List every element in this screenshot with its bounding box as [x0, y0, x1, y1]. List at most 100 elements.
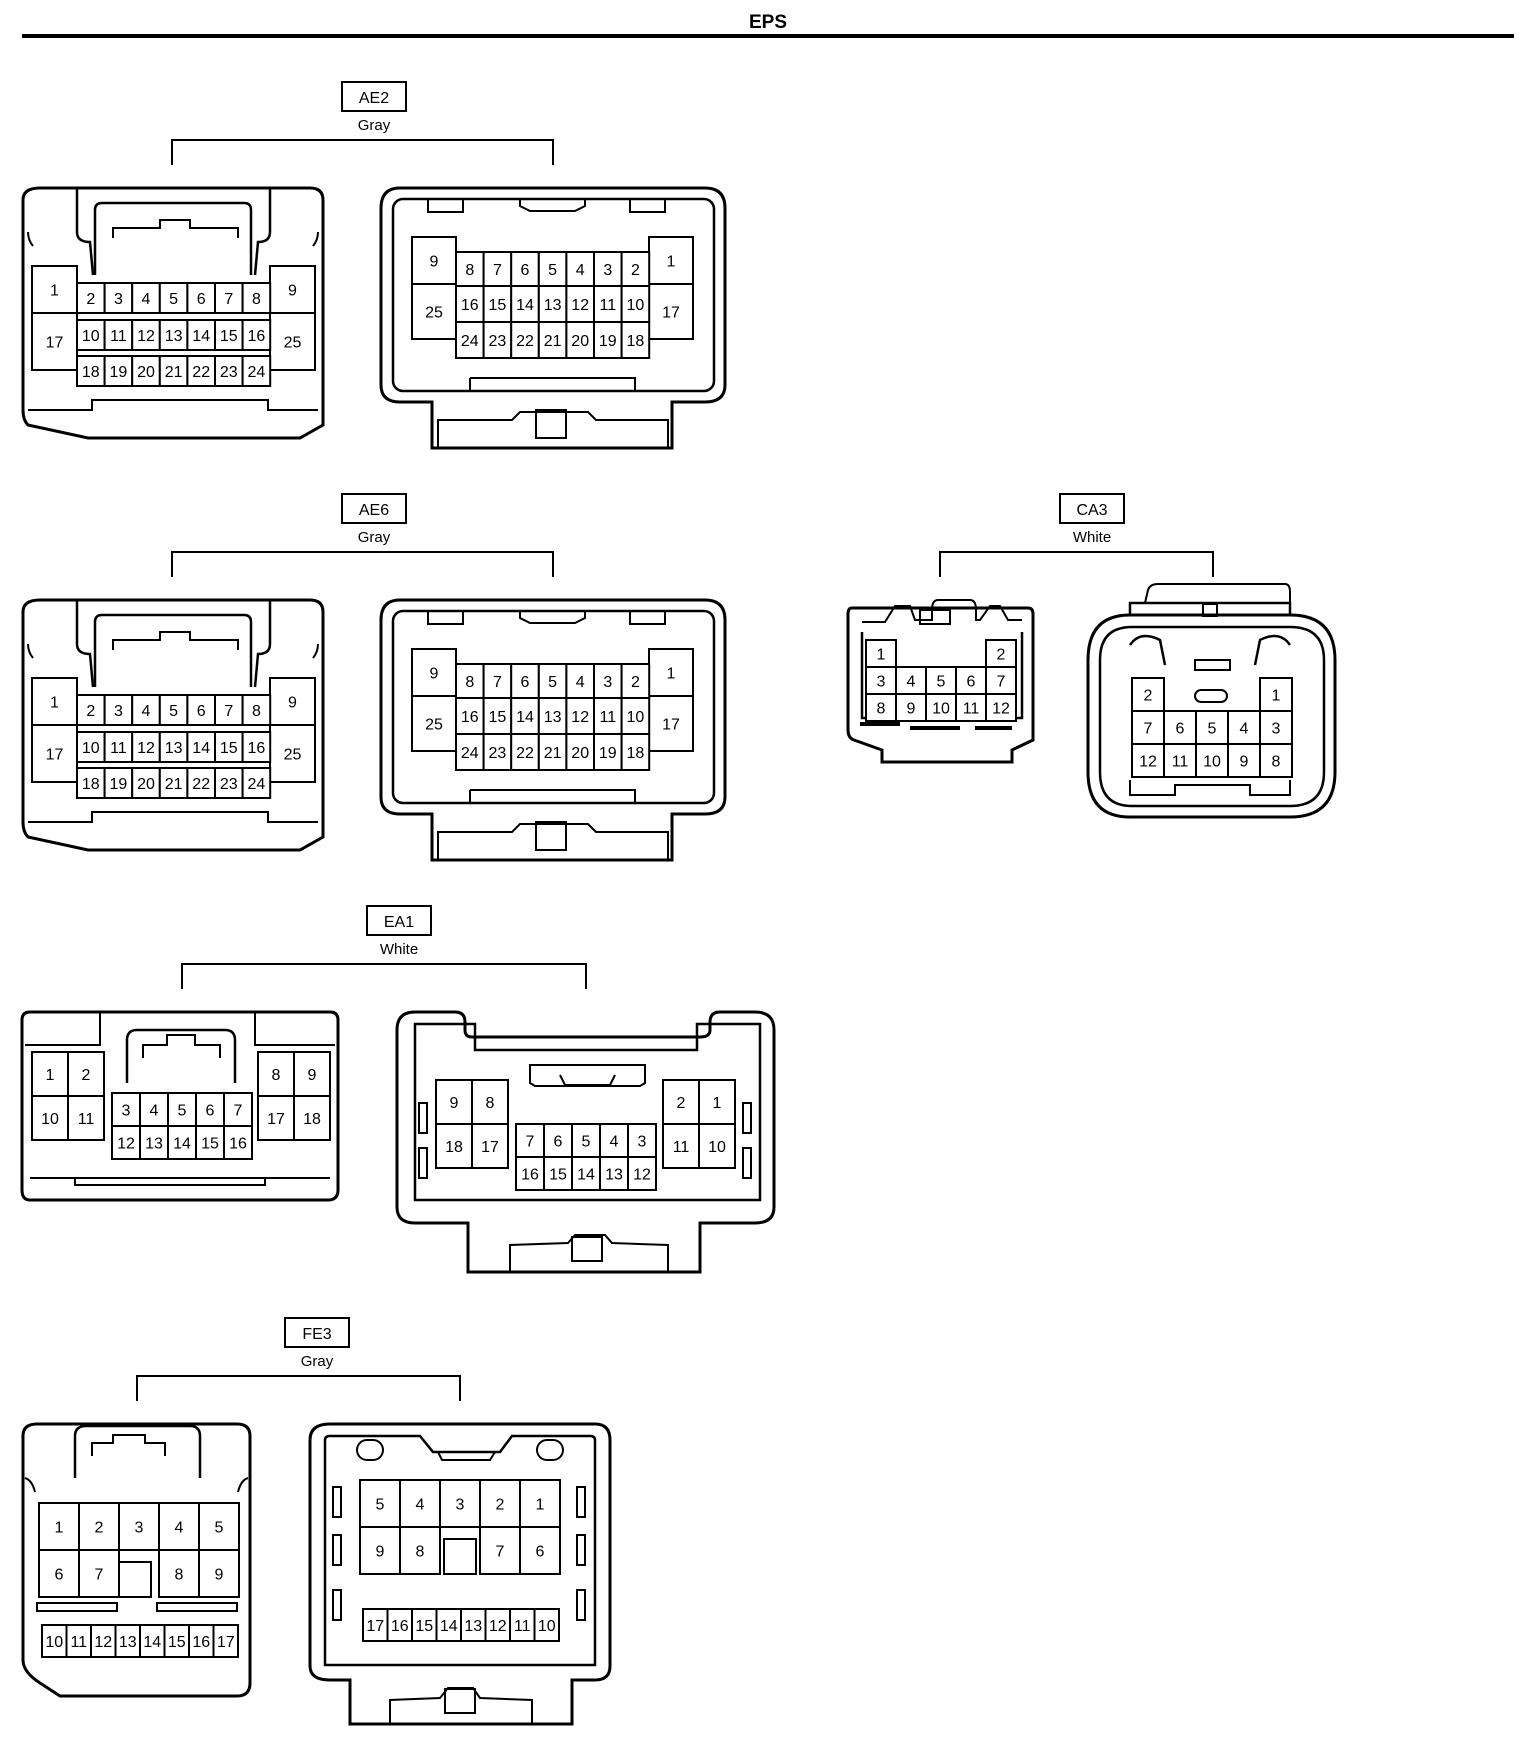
pin-number: 10 — [45, 1634, 63, 1651]
pin-number: 22 — [192, 776, 210, 793]
pin-cell — [67, 1095, 105, 1141]
pin-number: 18 — [627, 745, 645, 762]
pin-cell — [510, 321, 540, 359]
pin-number: 3 — [603, 262, 612, 279]
pin-cell — [460, 1608, 487, 1642]
connector-code-box — [1059, 493, 1125, 524]
connector-ae6-label-group: AE6 Gray — [171, 493, 554, 577]
pin-cell — [519, 1479, 561, 1528]
connector-ea1-housing-right — [395, 1010, 776, 1274]
pin-cell — [1131, 743, 1165, 778]
pin-cell — [698, 1079, 736, 1125]
pin-cell — [482, 697, 513, 735]
pin-number: 24 — [248, 776, 266, 793]
pin-number: 17 — [481, 1139, 499, 1156]
pin-number: 9 — [907, 701, 916, 718]
pin-number: 20 — [571, 745, 589, 762]
pin-number: 8 — [877, 701, 886, 718]
pin-number: 1 — [50, 283, 59, 300]
pin-cell — [627, 1156, 657, 1191]
bracket — [171, 551, 554, 577]
pin-cell — [198, 1549, 240, 1598]
pin-cell — [241, 767, 272, 799]
pin-number: 7 — [997, 674, 1006, 691]
connector-ca3-housing-right — [1086, 583, 1337, 819]
pin-number: 11 — [599, 297, 616, 314]
pin-number: 7 — [95, 1567, 104, 1584]
pin-number: 5 — [582, 1134, 591, 1151]
connector-code-ae2: AE2 — [359, 90, 389, 107]
pin-number: 16 — [229, 1136, 247, 1153]
pin-number: 12 — [571, 709, 589, 726]
pin-cell — [985, 693, 1017, 722]
connector-color-ae6: Gray — [358, 529, 391, 546]
pin-cell — [565, 321, 596, 359]
pin-number: 18 — [627, 333, 645, 350]
connector-fe3-housing-left — [21, 1422, 252, 1698]
pin-number: 2 — [86, 291, 95, 308]
pin-number: 9 — [1240, 754, 1249, 771]
pin-number: 7 — [1144, 721, 1153, 738]
pin-cell — [31, 724, 78, 783]
pin-number: 24 — [248, 364, 266, 381]
pin-number: 10 — [708, 1139, 726, 1156]
pin-number: 16 — [192, 1634, 210, 1651]
pin-number: 6 — [521, 262, 530, 279]
pin-number: 11 — [514, 1618, 531, 1635]
pin-cell — [648, 236, 694, 285]
pin-cell — [78, 1549, 120, 1598]
connector-ae6-housing-right — [379, 598, 727, 862]
pin-number: 13 — [145, 1136, 163, 1153]
pin-cell — [985, 639, 1017, 668]
pin-number: 12 — [94, 1634, 112, 1651]
pin-number: 21 — [165, 364, 183, 381]
pin-number: 11 — [110, 740, 127, 757]
pin-number: 2 — [496, 1497, 505, 1514]
pin-number: 12 — [992, 701, 1010, 718]
bracket — [181, 963, 587, 989]
pin-cell — [131, 282, 161, 314]
pin-number: 19 — [599, 333, 617, 350]
connector-code-box — [341, 81, 407, 112]
pin-cell — [103, 731, 134, 763]
pin-cell — [212, 1624, 239, 1658]
connector-color-ae2: Gray — [358, 117, 391, 134]
pin-number: 1 — [713, 1095, 722, 1112]
pin-cell — [662, 1123, 700, 1169]
pin-number: 17 — [662, 305, 680, 322]
pin-cell — [158, 1549, 200, 1598]
pin-number: 6 — [55, 1567, 64, 1584]
pin-number: 11 — [673, 1139, 690, 1156]
bracket — [939, 551, 1214, 577]
pin-number: 15 — [489, 709, 507, 726]
pin-cell — [620, 285, 651, 323]
pin-cell — [241, 319, 272, 351]
pin-number: 14 — [173, 1136, 191, 1153]
pin-number: 18 — [445, 1139, 463, 1156]
bracket — [171, 139, 554, 165]
pin-cell — [565, 251, 596, 287]
pin-number: 10 — [82, 328, 100, 345]
connector-ea1-label-group: EA1 White — [181, 905, 587, 989]
pin-number: 25 — [425, 305, 443, 322]
pin-cell — [131, 767, 161, 799]
pin-cell — [411, 695, 457, 752]
pin-cell — [223, 1125, 253, 1160]
pin-number: 4 — [175, 1520, 184, 1537]
pin-number: 16 — [461, 709, 479, 726]
pin-number: 6 — [521, 674, 530, 691]
pin-number: 25 — [284, 335, 302, 352]
pin-number: 11 — [110, 328, 127, 345]
pin-number: 6 — [197, 291, 206, 308]
pin-number: 12 — [1139, 754, 1157, 771]
pin-number: 4 — [142, 703, 151, 720]
pin-number: 14 — [577, 1167, 595, 1184]
pin-number: 19 — [599, 745, 617, 762]
pin-cell — [103, 694, 134, 726]
pin-number: 1 — [536, 1497, 545, 1514]
pin-number: 1 — [667, 254, 676, 271]
pin-number: 23 — [220, 364, 238, 381]
pin-cell — [67, 1051, 105, 1097]
pin-cell — [439, 1479, 481, 1528]
